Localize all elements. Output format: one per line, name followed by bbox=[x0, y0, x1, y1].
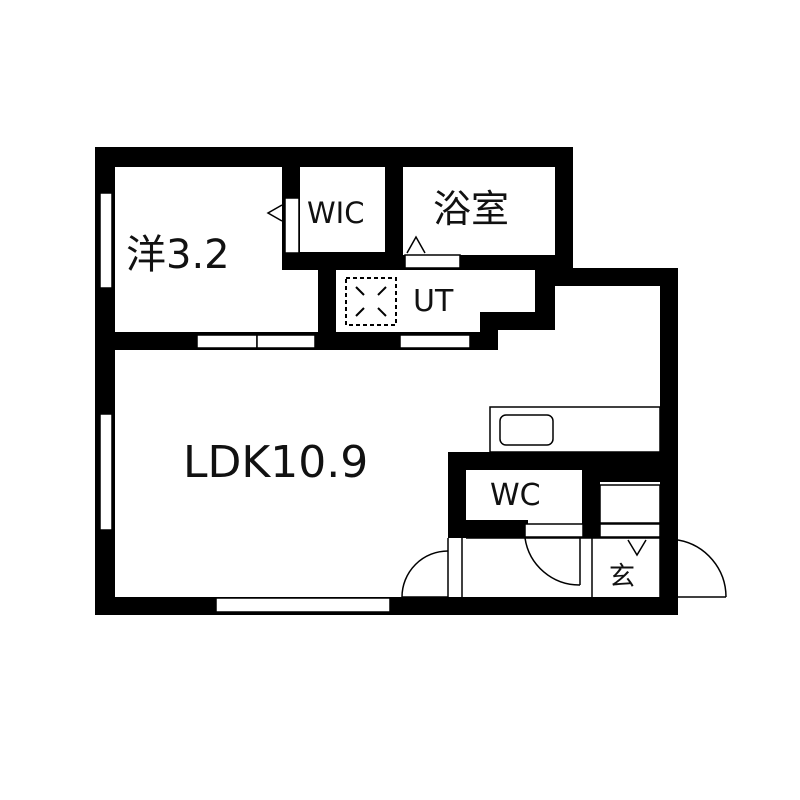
room-label-utility: UT bbox=[413, 284, 454, 319]
walls bbox=[95, 147, 678, 615]
bath-arrow-icon bbox=[406, 235, 426, 254]
entrance-arrow-icon bbox=[627, 539, 647, 557]
washer-pan-icon bbox=[345, 277, 397, 326]
wic-arrow-icon bbox=[266, 204, 283, 222]
shoe-cabinet bbox=[599, 484, 661, 524]
room-label-ldk: LDK10.9 bbox=[183, 437, 369, 488]
room-label-bathroom: 浴室 bbox=[433, 187, 510, 231]
door-markers bbox=[266, 204, 647, 557]
kitchen-counter bbox=[489, 406, 661, 453]
room-label-western: 洋3.2 bbox=[126, 232, 230, 278]
room-label-entrance: 玄 bbox=[609, 562, 636, 592]
windows bbox=[99, 192, 661, 613]
room-label-wic: WIC bbox=[307, 196, 365, 230]
room-label-wc: WC bbox=[490, 478, 541, 513]
entrance-lines bbox=[401, 537, 727, 598]
